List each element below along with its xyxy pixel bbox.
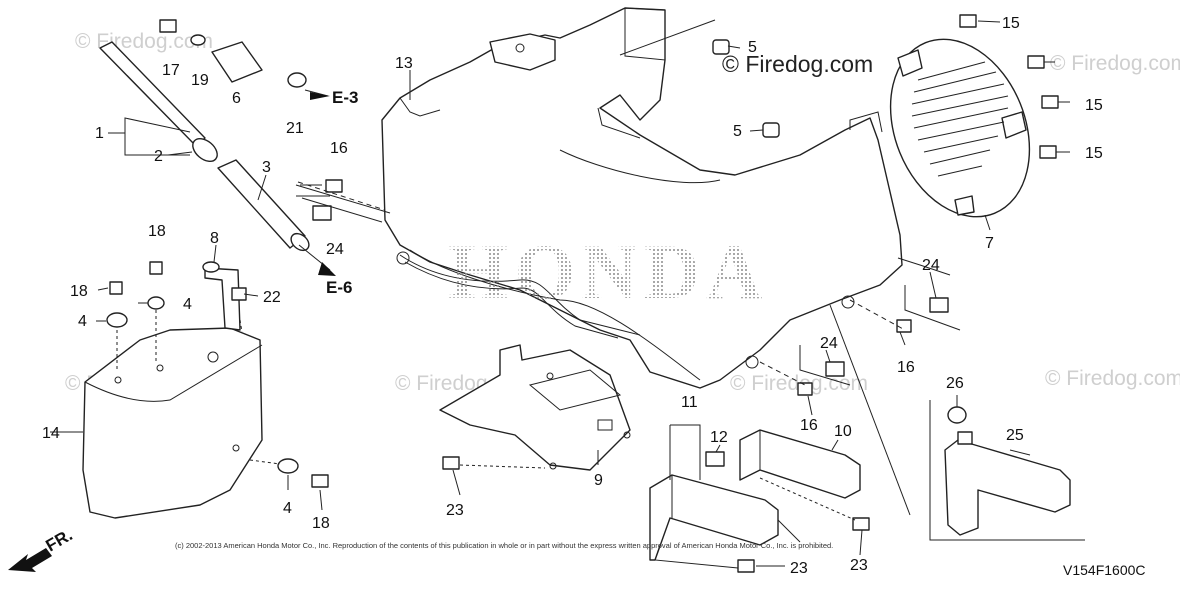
callout-number: 6 — [232, 90, 241, 107]
sticker-part-12 — [705, 451, 725, 467]
callout-number: 16 — [897, 359, 915, 376]
shroud-part-13 — [381, 7, 903, 389]
fill-pipe-parts — [99, 41, 310, 252]
callout-number: 17 — [162, 62, 180, 79]
callout-number: 21 — [286, 120, 304, 137]
grille-part-7 — [889, 38, 1031, 218]
copyright-notice: (c) 2002-2013 American Honda Motor Co., … — [175, 541, 833, 550]
callout-number: 18 — [70, 283, 88, 300]
foam-part-11 — [649, 474, 779, 561]
front-arrow: FR. — [8, 525, 76, 572]
reference-label: E-6 — [326, 278, 352, 297]
assembly-lines — [116, 181, 1085, 569]
callout-number: 10 — [834, 423, 852, 440]
callout-number: 18 — [148, 223, 166, 240]
callout-number: 23 — [790, 560, 808, 577]
callout-number: 14 — [42, 425, 60, 442]
tank-part-14 — [82, 327, 263, 519]
diagram-code: V154F1600C — [1063, 562, 1146, 578]
callout-number: 4 — [78, 313, 87, 330]
callout-number: 16 — [330, 140, 348, 157]
callout-number: 18 — [312, 515, 330, 532]
callout-number: 23 — [446, 502, 464, 519]
honda-logo-watermark: HONDA — [448, 228, 768, 315]
watermark: © Firedog.com — [1045, 367, 1180, 390]
foam-part-25 — [944, 431, 1071, 536]
callout-number: 8 — [210, 230, 219, 247]
callout-number: 3 — [262, 159, 271, 176]
callout-number: 9 — [594, 472, 603, 489]
callout-number: 16 — [800, 417, 818, 434]
callout-number: 15 — [1002, 15, 1020, 32]
watermark-primary: © Firedog.com — [722, 51, 873, 77]
reference-label: E-3 — [332, 88, 358, 107]
callout-number: 12 — [710, 429, 728, 446]
callout-number: 19 — [191, 72, 209, 89]
callout-number: 25 — [1006, 427, 1024, 444]
callout-number: 23 — [850, 557, 868, 574]
callout-number: 15 — [1085, 97, 1103, 114]
callout-number: 26 — [946, 375, 964, 392]
callout-number: 7 — [985, 235, 994, 252]
callout-number: 4 — [183, 296, 192, 313]
callout-number: 11 — [681, 394, 698, 411]
watermark: © Firedog.com — [1050, 52, 1180, 75]
callout-number: 1 — [95, 125, 104, 142]
callout-number: 24 — [922, 257, 940, 274]
foam-part-10 — [739, 429, 861, 499]
callout-number: 24 — [326, 241, 344, 258]
arrow-e6 — [318, 262, 336, 276]
callout-number: 24 — [820, 335, 838, 352]
callout-number: 5 — [733, 123, 742, 140]
bracket-part-9 — [439, 344, 631, 471]
callout-number: 5 — [748, 39, 757, 56]
callout-number: 22 — [263, 289, 281, 306]
callout-labels: 1 2 3 4 4 4 5 5 6 7 8 9 10 11 12 13 14 1… — [42, 15, 1103, 577]
callout-number: 2 — [154, 148, 163, 165]
callout-number: 4 — [283, 500, 292, 517]
callout-number: 15 — [1085, 145, 1103, 162]
callout-number: 13 — [395, 55, 413, 72]
arrow-e3 — [310, 92, 330, 100]
